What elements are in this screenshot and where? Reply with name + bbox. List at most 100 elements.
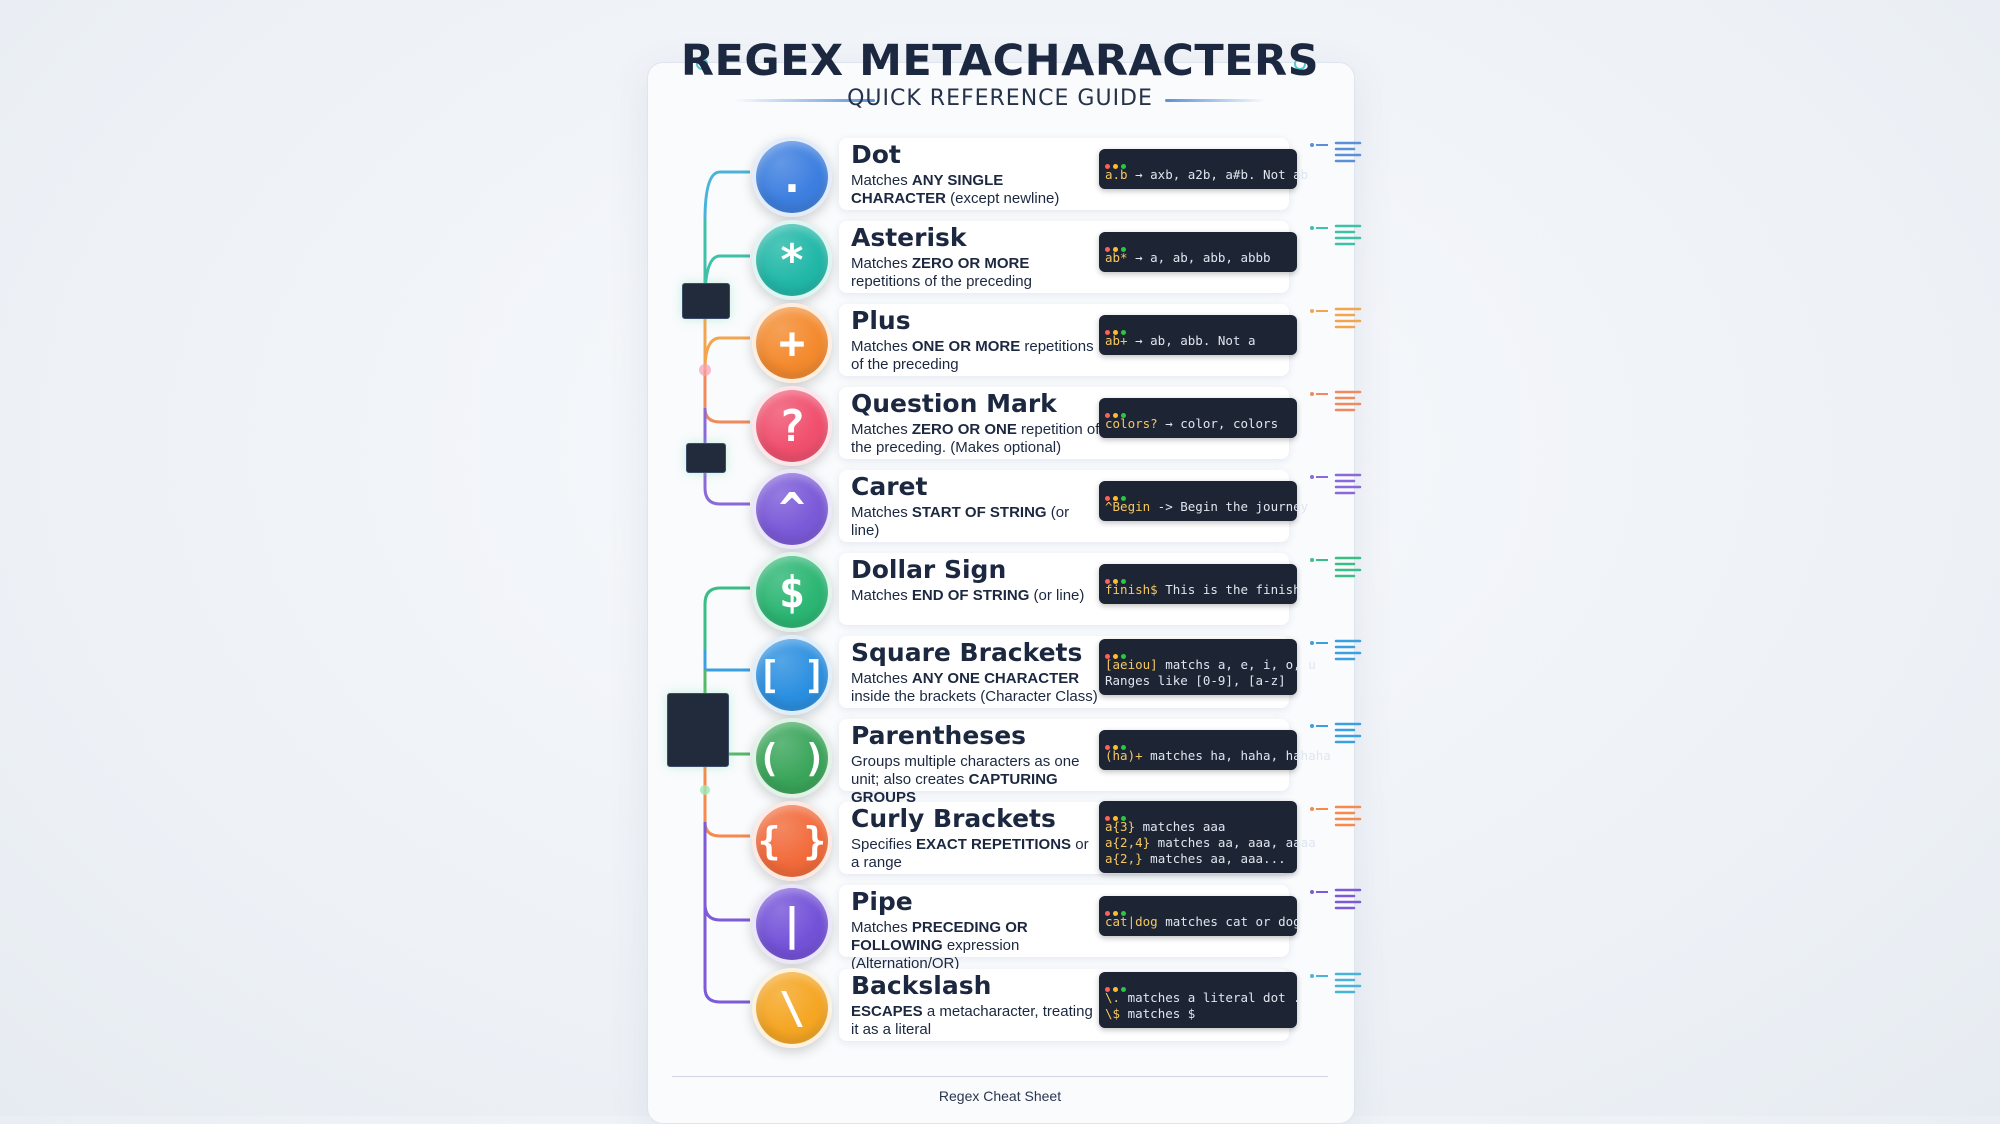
metachar-description: Groups multiple characters as one unit; … [851, 753, 1080, 806]
list-lines-icon [1310, 224, 1362, 246]
metachar-description: Matches START OF STRING (or line) [851, 504, 1070, 539]
symbol-circle: + [752, 303, 832, 383]
metachar-row-dot: . Dot Matches ANY SINGLE CHARACTER (exce… [740, 135, 1362, 217]
symbol-circle: ? [752, 386, 832, 466]
footer-divider [672, 1076, 1328, 1077]
metachar-row-curly: { } Curly Brackets Specifies EXACT REPET… [740, 799, 1362, 881]
metachar-name: Question Mark [851, 389, 1057, 418]
metachar-description: Matches ONE OR MORE repetitions of the p… [851, 338, 1094, 373]
metachar-description: Matches ANY SINGLE CHARACTER (except new… [851, 172, 1060, 207]
list-lines-icon [1310, 888, 1362, 910]
metachar-name: Square Brackets [851, 638, 1083, 667]
page-title: REGEX METACHARACTERS [680, 36, 1320, 86]
list-lines-icon [1310, 390, 1362, 412]
symbol-circle: [ ] [752, 635, 832, 715]
metachar-panel: Backslash ESCAPES a metacharacter, treat… [839, 969, 1289, 1041]
symbol-circle: * [752, 220, 832, 300]
subtitle-area: QUICK REFERENCE GUIDE [647, 86, 1353, 116]
symbol-circle: \ [752, 968, 832, 1048]
list-lines-icon [1310, 972, 1362, 994]
list-lines-icon [1310, 556, 1362, 578]
terminal-dots [1105, 735, 1129, 754]
metachar-row-plus: + Plus Matches ONE OR MORE repetitions o… [740, 301, 1362, 383]
symbol-circle: | [752, 884, 832, 964]
list-lines-icon [1310, 473, 1362, 495]
code-example: ^Begin -> Begin the journey [1105, 499, 1309, 514]
subtitle-line-right [1165, 99, 1265, 102]
code-example: a.b → axb, a2b, a#b. Not ab [1105, 167, 1309, 182]
metachar-name: Plus [851, 306, 911, 335]
code-example-terminal: (ha)+ matches ha, haha, hahaha [1099, 730, 1331, 770]
symbol-circle: . [752, 137, 832, 217]
code-example-terminal: ab* → a, ab, abb, abbb [1099, 232, 1297, 272]
page-subtitle: QUICK REFERENCE GUIDE [847, 86, 1153, 111]
code-example: finish$ This is the finish [1105, 582, 1301, 597]
terminal-dots [1105, 901, 1129, 920]
list-lines-icon [1310, 141, 1362, 163]
metachar-name: Asterisk [851, 223, 967, 252]
footer-text: Regex Cheat Sheet [938, 1088, 1062, 1104]
ornament-dot-right [1294, 58, 1306, 70]
code-example: ab* → a, ab, abb, abbb [1105, 250, 1271, 265]
metachar-description: Matches END OF STRING (or line) [851, 587, 1085, 604]
metachar-row-square: [ ] Square Brackets Matches ANY ONE CHAR… [740, 633, 1362, 715]
code-example-terminal: ^Begin -> Begin the journey [1099, 481, 1309, 521]
metachar-row-dollar: $ Dollar Sign Matches END OF STRING (or … [740, 550, 1362, 632]
metachar-description: Matches ANY ONE CHARACTER inside the bra… [851, 670, 1098, 705]
code-example-terminal: a.b → axb, a2b, a#b. Not ab [1099, 149, 1309, 189]
metachar-name: Parentheses [851, 721, 1027, 750]
mini-code-window-2 [686, 443, 726, 473]
ornament-dot-left [696, 58, 708, 70]
metachar-name: Caret [851, 472, 928, 501]
code-example: \. matches a literal dot .\$ matches $ [1105, 990, 1301, 1021]
metachar-row-asterisk: * Asterisk Matches ZERO OR MORE repetiti… [740, 218, 1362, 300]
terminal-dots [1105, 154, 1129, 173]
metachar-description: Matches ZERO OR MORE repetitions of the … [851, 255, 1032, 290]
terminal-dots [1105, 806, 1129, 825]
symbol-circle: ^ [752, 469, 832, 549]
metachar-name: Pipe [851, 887, 913, 916]
code-example: cat|dog matches cat or dog [1105, 914, 1301, 929]
terminal-dots [1105, 403, 1129, 422]
metachar-description: Specifies EXACT REPETITIONS or a range [851, 836, 1089, 871]
tree-connectors [699, 170, 750, 1004]
mini-code-window-1 [682, 283, 730, 319]
metachar-name: Dot [851, 140, 901, 169]
list-lines-icon [1310, 639, 1362, 661]
terminal-dots [1105, 569, 1129, 588]
mini-code-window-3 [667, 693, 729, 767]
metachar-row-pipe: | Pipe Matches PRECEDING OR FOLLOWING ex… [740, 882, 1362, 972]
code-example-terminal: ab+ → ab, abb. Not a [1099, 315, 1297, 355]
code-example-terminal: \. matches a literal dot .\$ matches $ [1099, 972, 1301, 1028]
code-example-terminal: finish$ This is the finish [1099, 564, 1301, 604]
metachar-name: Dollar Sign [851, 555, 1007, 584]
code-example: ab+ → ab, abb. Not a [1105, 333, 1256, 348]
symbol-circle: $ [752, 552, 832, 632]
symbol-circle: ( ) [752, 718, 832, 798]
metachar-description: Matches ZERO OR ONE repetition of the pr… [851, 421, 1100, 456]
metachar-row-caret: ^ Caret Matches START OF STRING (or line… [740, 467, 1362, 549]
code-example: (ha)+ matches ha, haha, hahaha [1105, 748, 1331, 763]
metachar-description: Matches PRECEDING OR FOLLOWING expressio… [851, 919, 1028, 972]
metachar-name: Curly Brackets [851, 804, 1056, 833]
code-example-terminal: colors? → color, colors [1099, 398, 1297, 438]
terminal-dots [1105, 644, 1129, 663]
terminal-dots [1105, 977, 1129, 996]
metachar-row-backslash: \ Backslash ESCAPES a metacharacter, tre… [740, 966, 1362, 1048]
metachar-name: Backslash [851, 971, 992, 1000]
terminal-dots [1105, 320, 1129, 339]
terminal-dots [1105, 237, 1129, 256]
list-lines-icon [1310, 805, 1362, 827]
metachar-panel: Pipe Matches PRECEDING OR FOLLOWING expr… [839, 885, 1289, 972]
list-lines-icon [1310, 307, 1362, 329]
symbol-circle: { } [752, 801, 832, 881]
metachar-row-paren: ( ) Parentheses Groups multiple characte… [740, 716, 1362, 806]
code-example: colors? → color, colors [1105, 416, 1279, 431]
subtitle-line-left [735, 99, 875, 102]
metachar-description: ESCAPES a metacharacter, treating it as … [851, 1003, 1093, 1038]
code-example-terminal: cat|dog matches cat or dog [1099, 896, 1301, 936]
